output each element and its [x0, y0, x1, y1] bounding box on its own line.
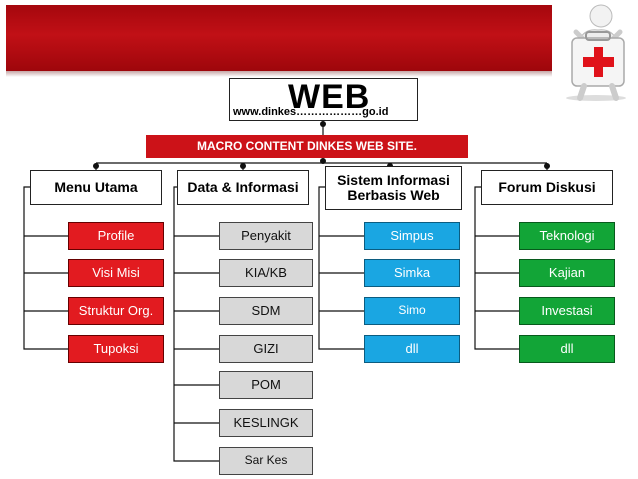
- item-simpus: Simpus: [364, 222, 460, 250]
- web-root-box: WEB www.dinkes………………go.id: [229, 78, 418, 121]
- item-profile: Profile: [68, 222, 164, 250]
- title-banner: [6, 5, 552, 71]
- macro-content-banner: MACRO CONTENT DINKES WEB SITE.: [146, 135, 468, 158]
- web-url: www.dinkes………………go.id: [233, 106, 389, 118]
- column-header-menu-utama: Menu Utama: [30, 170, 162, 205]
- item-dll-forum: dll: [519, 335, 615, 363]
- item-kajian: Kajian: [519, 259, 615, 287]
- column-header-data-informasi: Data & Informasi: [177, 170, 309, 205]
- item-teknologi: Teknologi: [519, 222, 615, 250]
- item-tupoksi: Tupoksi: [68, 335, 164, 363]
- item-simka: Simka: [364, 259, 460, 287]
- item-sar-kes: Sar Kes: [219, 447, 313, 475]
- item-kia-kb: KIA/KB: [219, 259, 313, 287]
- item-dll-sistem: dll: [364, 335, 460, 363]
- banner-shadow: [6, 71, 552, 77]
- column-header-forum-diskusi: Forum Diskusi: [481, 170, 613, 205]
- web-title: WEB: [288, 78, 371, 116]
- item-gizi: GIZI: [219, 335, 313, 363]
- item-visi-misi: Visi Misi: [68, 259, 164, 287]
- first-aid-kit-figure-icon: [566, 4, 626, 101]
- item-struktur-org: Struktur Org.: [68, 297, 164, 325]
- item-penyakit: Penyakit: [219, 222, 313, 250]
- item-simo: Simo: [364, 297, 460, 325]
- item-pom: POM: [219, 371, 313, 399]
- item-investasi: Investasi: [519, 297, 615, 325]
- item-sdm: SDM: [219, 297, 313, 325]
- column-header-sistem-informasi: Sistem Informasi Berbasis Web: [325, 166, 462, 210]
- item-keslingk: KESLINGK: [219, 409, 313, 437]
